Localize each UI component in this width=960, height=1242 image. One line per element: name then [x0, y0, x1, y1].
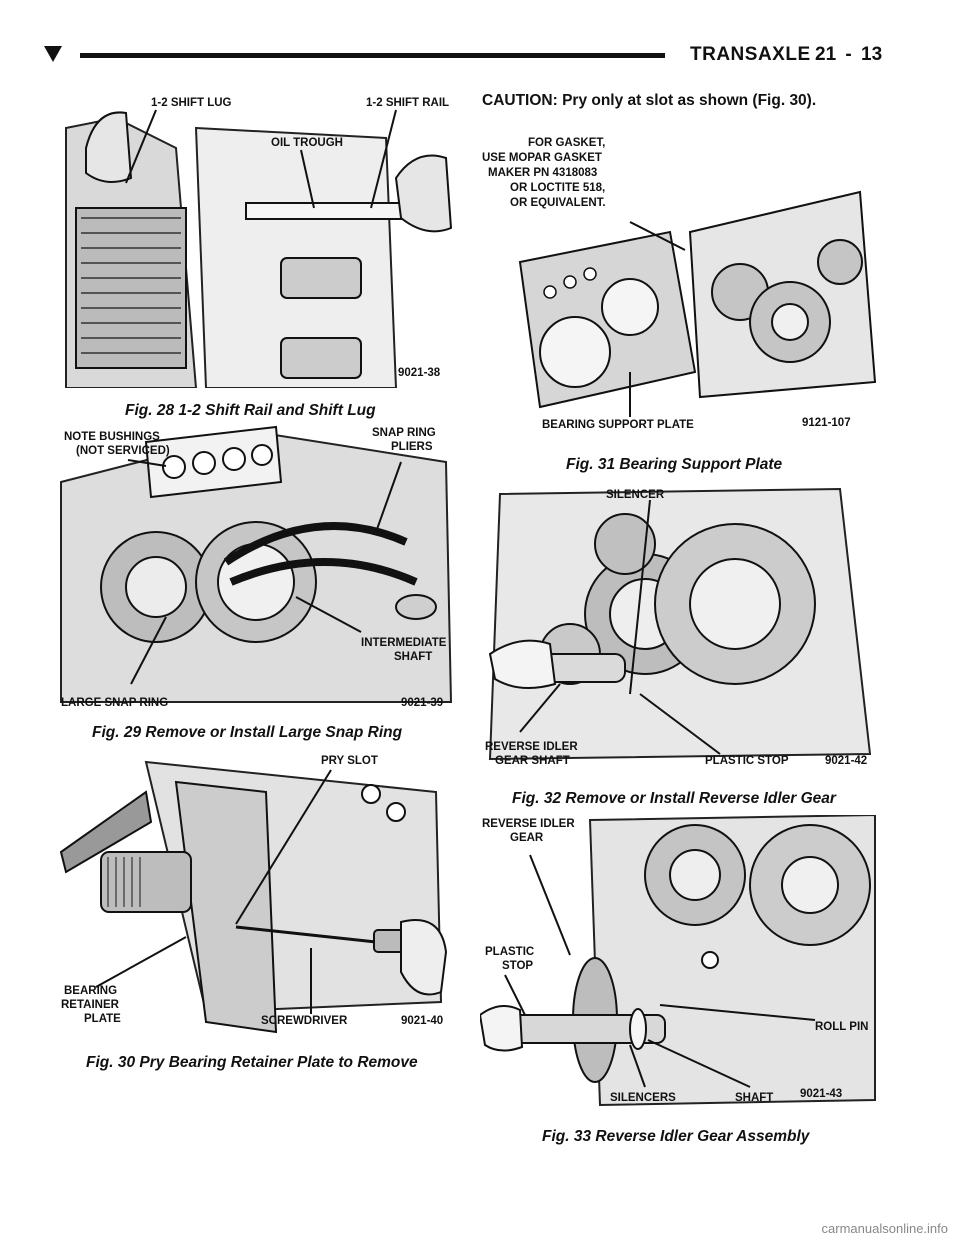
fig29-label-shaft: SHAFT: [394, 651, 432, 663]
figure-32: SILENCER REVERSE IDLER GEAR SHAFT PLASTI…: [480, 484, 880, 772]
fig29-code: 9021-39: [401, 697, 443, 709]
fig33-label-stop: STOP: [502, 960, 533, 972]
fig28-label-shift-rail: 1-2 SHIFT RAIL: [366, 97, 449, 109]
fig31-label-line1: FOR GASKET,: [528, 137, 605, 149]
fig33-caption: Fig. 33 Reverse Idler Gear Assembly: [542, 1128, 810, 1145]
header-rule: [80, 53, 665, 58]
fig31-label-line4: OR LOCTITE 518,: [510, 182, 605, 194]
fig29-label-intermediate: INTERMEDIATE: [361, 637, 447, 649]
fig32-label-silencer: SILENCER: [606, 489, 665, 501]
fig30-label-bearing: BEARING: [64, 985, 117, 997]
fig30-caption: Fig. 30 Pry Bearing Retainer Plate to Re…: [86, 1054, 418, 1071]
fig32-label-gear-shaft: GEAR SHAFT: [495, 755, 570, 767]
fig32-illustration: SILENCER REVERSE IDLER GEAR SHAFT PLASTI…: [485, 487, 872, 767]
fig29-label-snap-ring: SNAP RING: [372, 427, 436, 439]
fig31-label-line2: USE MOPAR GASKET: [482, 152, 602, 164]
figure-30: PRY SLOT BEARING RETAINER PLATE SCREWDRI…: [56, 752, 456, 1038]
page-number: 21 - 13: [815, 44, 883, 65]
fig31-label-line5: OR EQUIVALENT.: [510, 197, 606, 209]
fig29-label-large-snap-ring: LARGE SNAP RING: [61, 697, 168, 709]
fig29-illustration: NOTE BUSHINGS (NOT SERVICED) SNAP RING P…: [60, 425, 453, 709]
figure-29: NOTE BUSHINGS (NOT SERVICED) SNAP RING P…: [56, 422, 456, 714]
fig31-label-line3: MAKER PN 4318083: [488, 167, 597, 179]
fig32-code: 9021-42: [825, 755, 867, 767]
fig33-label-plastic: PLASTIC: [485, 946, 534, 958]
fig30-illustration: PRY SLOT BEARING RETAINER PLATE SCREWDRI…: [59, 755, 448, 1034]
fig33-code: 9021-43: [800, 1088, 842, 1100]
fig31-illustration: FOR GASKET, USE MOPAR GASKET MAKER PN 43…: [482, 137, 877, 430]
fig29-caption: Fig. 29 Remove or Install Large Snap Rin…: [92, 724, 403, 741]
fig28-illustration: 1-2 SHIFT LUG 1-2 SHIFT RAIL OIL TROUGH …: [65, 97, 453, 388]
fig32-label-plastic-stop: PLASTIC STOP: [705, 755, 789, 767]
figure-31: FOR GASKET, USE MOPAR GASKET MAKER PN 43…: [480, 132, 880, 430]
fig30-label-plate: PLATE: [84, 1013, 121, 1025]
fig33-label-roll-pin: ROLL PIN: [815, 1021, 868, 1033]
fig28-caption: Fig. 28 1-2 Shift Rail and Shift Lug: [125, 402, 376, 419]
fig28-label-shift-lug: 1-2 SHIFT LUG: [151, 97, 232, 109]
caution-note: CAUTION: Pry only at slot as shown (Fig.…: [482, 92, 817, 109]
fig30-label-pry-slot: PRY SLOT: [321, 755, 378, 767]
fig33-label-shaft: SHAFT: [735, 1092, 773, 1104]
fig31-caption: Fig. 31 Bearing Support Plate: [566, 456, 783, 473]
fig30-code: 9021-40: [401, 1015, 443, 1027]
fig29-label-not-serviced: (NOT SERVICED): [76, 445, 170, 457]
figure-28: 1-2 SHIFT LUG 1-2 SHIFT RAIL OIL TROUGH …: [56, 88, 456, 388]
fig30-label-retainer: RETAINER: [61, 999, 120, 1011]
fig32-caption: Fig. 32 Remove or Install Reverse Idler …: [512, 790, 836, 807]
section-title: TRANSAXLE: [690, 44, 811, 65]
fig33-label-gear: GEAR: [510, 832, 544, 844]
figure-33: REVERSE IDLER GEAR PLASTIC STOP ROLL PIN…: [480, 815, 880, 1107]
fig32-label-reverse-idler: REVERSE IDLER: [485, 741, 578, 753]
fig28-code: 9021-38: [398, 367, 441, 379]
footer-watermark: carmanualsonline.info: [821, 1221, 948, 1236]
fig33-label-reverse-idler: REVERSE IDLER: [482, 818, 575, 830]
fig29-label-pliers: PLIERS: [391, 441, 433, 453]
fig33-illustration: REVERSE IDLER GEAR PLASTIC STOP ROLL PIN…: [480, 815, 876, 1107]
fig31-code: 9121-107: [802, 417, 851, 429]
fig33-label-silencers: SILENCERS: [610, 1092, 676, 1104]
fig31-label-bearing-support-plate: BEARING SUPPORT PLATE: [542, 419, 694, 430]
fig29-label-note-bushings: NOTE BUSHINGS: [64, 431, 160, 443]
section-marker-arrow-icon: [44, 46, 62, 62]
fig28-label-oil-trough: OIL TROUGH: [271, 137, 343, 149]
fig30-label-screwdriver: SCREWDRIVER: [261, 1015, 348, 1027]
